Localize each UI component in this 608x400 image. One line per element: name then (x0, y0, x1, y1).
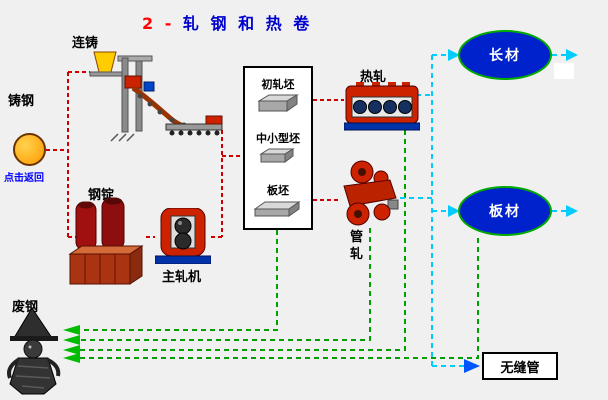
slab-shape-icon (253, 201, 301, 217)
hot-mill-illustration (344, 82, 420, 131)
billet-item: 中小型坯 (255, 130, 301, 166)
diagram-title: 2 - 轧 钢 和 热 卷 (142, 10, 312, 34)
billet-box: 初轧坯 中小型坯 板坯 (243, 66, 313, 230)
main-mill-illustration (155, 208, 211, 264)
scrap-steel-illustration (7, 307, 61, 395)
cast-steel-button[interactable] (13, 133, 46, 166)
flow-arrows (63, 49, 578, 373)
label-main-mill: 主轧机 (162, 270, 202, 285)
billet-shape-icon (257, 94, 299, 112)
billet-label: 初轧坯 (261, 78, 295, 91)
continuous-caster-illustration (89, 51, 223, 142)
long-products-node: 长材 (458, 30, 552, 80)
plate-products-node: 板材 (458, 186, 552, 236)
label-tube-rolling: 管轧 (349, 230, 363, 262)
cyan-flow-lines (400, 54, 566, 367)
seamless-tube-node: 无缝管 (482, 352, 558, 380)
billet-item: 初轧坯 (255, 76, 301, 114)
billet-label: 板坯 (267, 184, 289, 197)
click-return-label[interactable]: 点击返回 (4, 173, 44, 184)
label-hot-rolling: 热轧 (360, 70, 387, 85)
billet-item: 板坯 (253, 182, 303, 220)
label-continuous-casting: 连铸 (72, 36, 99, 51)
blank-label-box (554, 63, 574, 79)
billet-shape-icon (259, 148, 295, 163)
label-cast-steel: 铸钢 (8, 94, 35, 109)
red-flow-lines (46, 71, 344, 238)
title-number: 2 - (142, 14, 175, 33)
green-flow-lines (80, 130, 479, 359)
tube-mill-illustration (343, 160, 399, 226)
title-text: 轧 钢 和 热 卷 (182, 14, 313, 33)
billet-label: 中小型坯 (256, 132, 300, 145)
steel-ingot-illustration (68, 197, 144, 285)
